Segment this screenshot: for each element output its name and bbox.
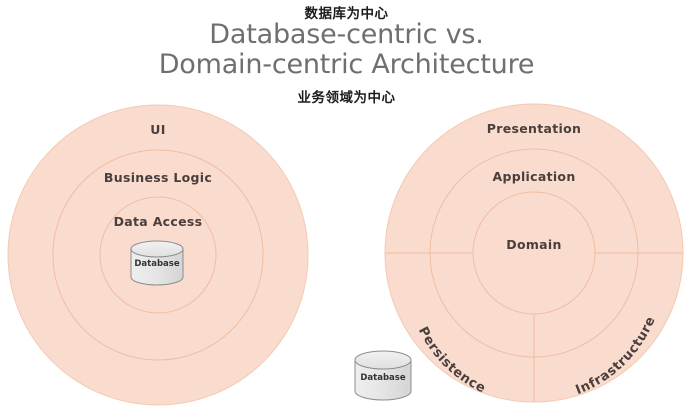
- cylinder-top: [354, 350, 412, 370]
- left-ring-label-business-logic: Business Logic: [104, 170, 212, 185]
- page-title-line-1: Database-centric vs.: [209, 19, 484, 50]
- right-ring-label-domain: Domain: [506, 237, 561, 252]
- cylinder-top: [130, 240, 184, 258]
- cylinder-body: [354, 359, 412, 401]
- annotation-database-centric-cn: 数据库为中心: [304, 6, 389, 22]
- right-ring-label-application: Application: [492, 169, 575, 184]
- page-title-line-2: Domain-centric Architecture: [158, 49, 535, 81]
- right-ring-domain[interactable]: [472, 191, 596, 315]
- cylinder-body: [130, 248, 184, 286]
- bottom-database-cylinder[interactable]: Database: [354, 350, 412, 401]
- left-database-cylinder[interactable]: Database: [130, 240, 184, 286]
- left-database-label: Database: [134, 259, 179, 269]
- page-title: Database-centric vs. Domain-centric Arch…: [0, 19, 693, 81]
- annotation-domain-centric-cn: 业务领域为中心: [297, 90, 396, 106]
- bottom-database-label: Database: [360, 373, 405, 383]
- left-architecture-diagram: UI Business Logic Data Access Database: [7, 104, 309, 406]
- left-ring-label-ui: UI: [150, 122, 165, 137]
- right-architecture-diagram: Presentation Application Domain Persiste…: [384, 103, 684, 403]
- left-ring-label-data-access: Data Access: [114, 214, 203, 229]
- right-ring-label-presentation: Presentation: [487, 121, 581, 136]
